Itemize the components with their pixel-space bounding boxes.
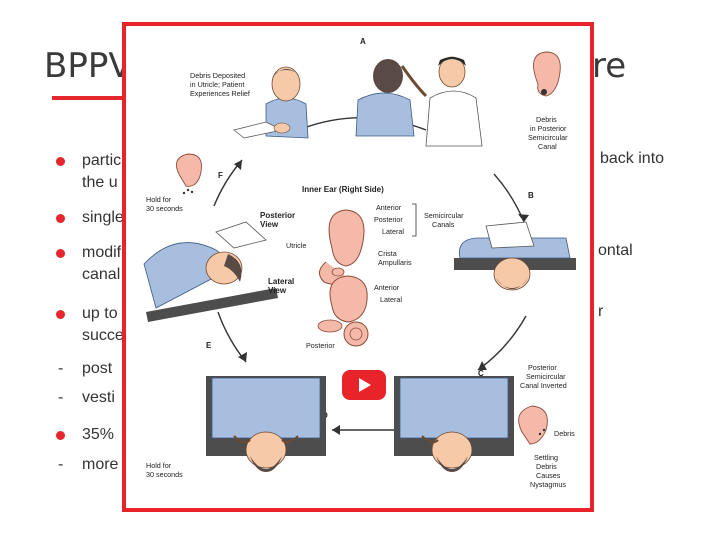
patient-supine-b	[454, 222, 576, 290]
svg-text:Posterior: Posterior	[260, 211, 295, 220]
patient-lying-d	[206, 376, 326, 472]
svg-text:in Posterior: in Posterior	[530, 124, 567, 133]
svg-text:Crista: Crista	[378, 249, 397, 258]
svg-text:Anterior: Anterior	[374, 283, 400, 292]
svg-text:Debris: Debris	[536, 115, 557, 124]
svg-text:Posterior: Posterior	[374, 215, 403, 224]
patient-seated-a	[356, 57, 482, 146]
bullet-dot	[56, 310, 65, 319]
bullet-dot	[56, 157, 65, 166]
inner-ear-title: Inner Ear (Right Side)	[302, 185, 384, 194]
slide-title-right: re	[592, 46, 626, 86]
svg-text:Settling: Settling	[534, 453, 558, 462]
step-label-b: B	[528, 191, 534, 200]
svg-text:Lateral: Lateral	[268, 277, 294, 286]
play-button[interactable]	[342, 370, 386, 400]
svg-text:Utricle: Utricle	[286, 241, 306, 250]
svg-text:Nystagmus: Nystagmus	[530, 480, 566, 489]
svg-text:Posterior: Posterior	[528, 363, 557, 372]
inner-ear-posterior	[319, 210, 364, 284]
step-label-a: A	[360, 37, 366, 46]
patient-lying-e	[144, 222, 278, 322]
cycle-arrow	[218, 312, 246, 362]
svg-text:30 seconds: 30 seconds	[146, 470, 183, 479]
svg-text:Causes: Causes	[536, 471, 561, 480]
play-icon	[359, 378, 371, 392]
svg-text:Canal: Canal	[538, 142, 557, 151]
bullet-1-right: back into	[600, 150, 664, 168]
svg-text:Semicircular: Semicircular	[526, 372, 566, 381]
svg-text:Lateral: Lateral	[380, 295, 402, 304]
bullet-dot	[56, 214, 65, 223]
svg-text:Lateral: Lateral	[382, 227, 404, 236]
svg-text:Semicircular: Semicircular	[528, 133, 568, 142]
bullet-4-right: r	[598, 303, 603, 321]
patient-lying-c	[394, 376, 514, 472]
svg-text:Debris Deposited: Debris Deposited	[190, 71, 245, 80]
svg-text:Semicircular: Semicircular	[424, 211, 464, 220]
svg-text:View: View	[268, 286, 287, 295]
slide-title-left: BPPV	[44, 46, 132, 86]
svg-text:30 seconds: 30 seconds	[146, 204, 183, 213]
svg-text:Anterior: Anterior	[376, 203, 402, 212]
epley-maneuver-figure: A B C D E F Debris Deposited in Utricle;…	[126, 26, 590, 508]
bullet-3-right: ontal	[598, 242, 633, 260]
svg-text:in Utricle; Patient: in Utricle; Patient	[190, 80, 244, 89]
svg-text:Experiences Relief: Experiences Relief	[190, 89, 250, 98]
svg-text:Ampullaris: Ampullaris	[378, 258, 412, 267]
svg-text:Hold for: Hold for	[146, 461, 172, 470]
bullet-dot	[56, 431, 65, 440]
cycle-arrow	[478, 316, 526, 370]
svg-text:Debris: Debris	[536, 462, 557, 471]
svg-text:Hold for: Hold for	[146, 195, 172, 204]
svg-text:Posterior: Posterior	[306, 341, 335, 350]
svg-text:Canal Inverted: Canal Inverted	[520, 381, 567, 390]
svg-text:View: View	[260, 220, 279, 229]
bullet-dot	[56, 249, 65, 258]
canal-diagram-f	[176, 154, 201, 194]
svg-text:Debris: Debris	[554, 429, 575, 438]
canal-diagram-a	[534, 52, 561, 96]
video-player[interactable]: A B C D E F Debris Deposited in Utricle;…	[122, 22, 594, 512]
inner-ear-lateral	[318, 276, 368, 346]
canal-diagram-c	[519, 406, 548, 444]
step-label-e: E	[206, 341, 212, 350]
step-label-f: F	[218, 171, 223, 180]
svg-text:Canals: Canals	[432, 220, 455, 229]
